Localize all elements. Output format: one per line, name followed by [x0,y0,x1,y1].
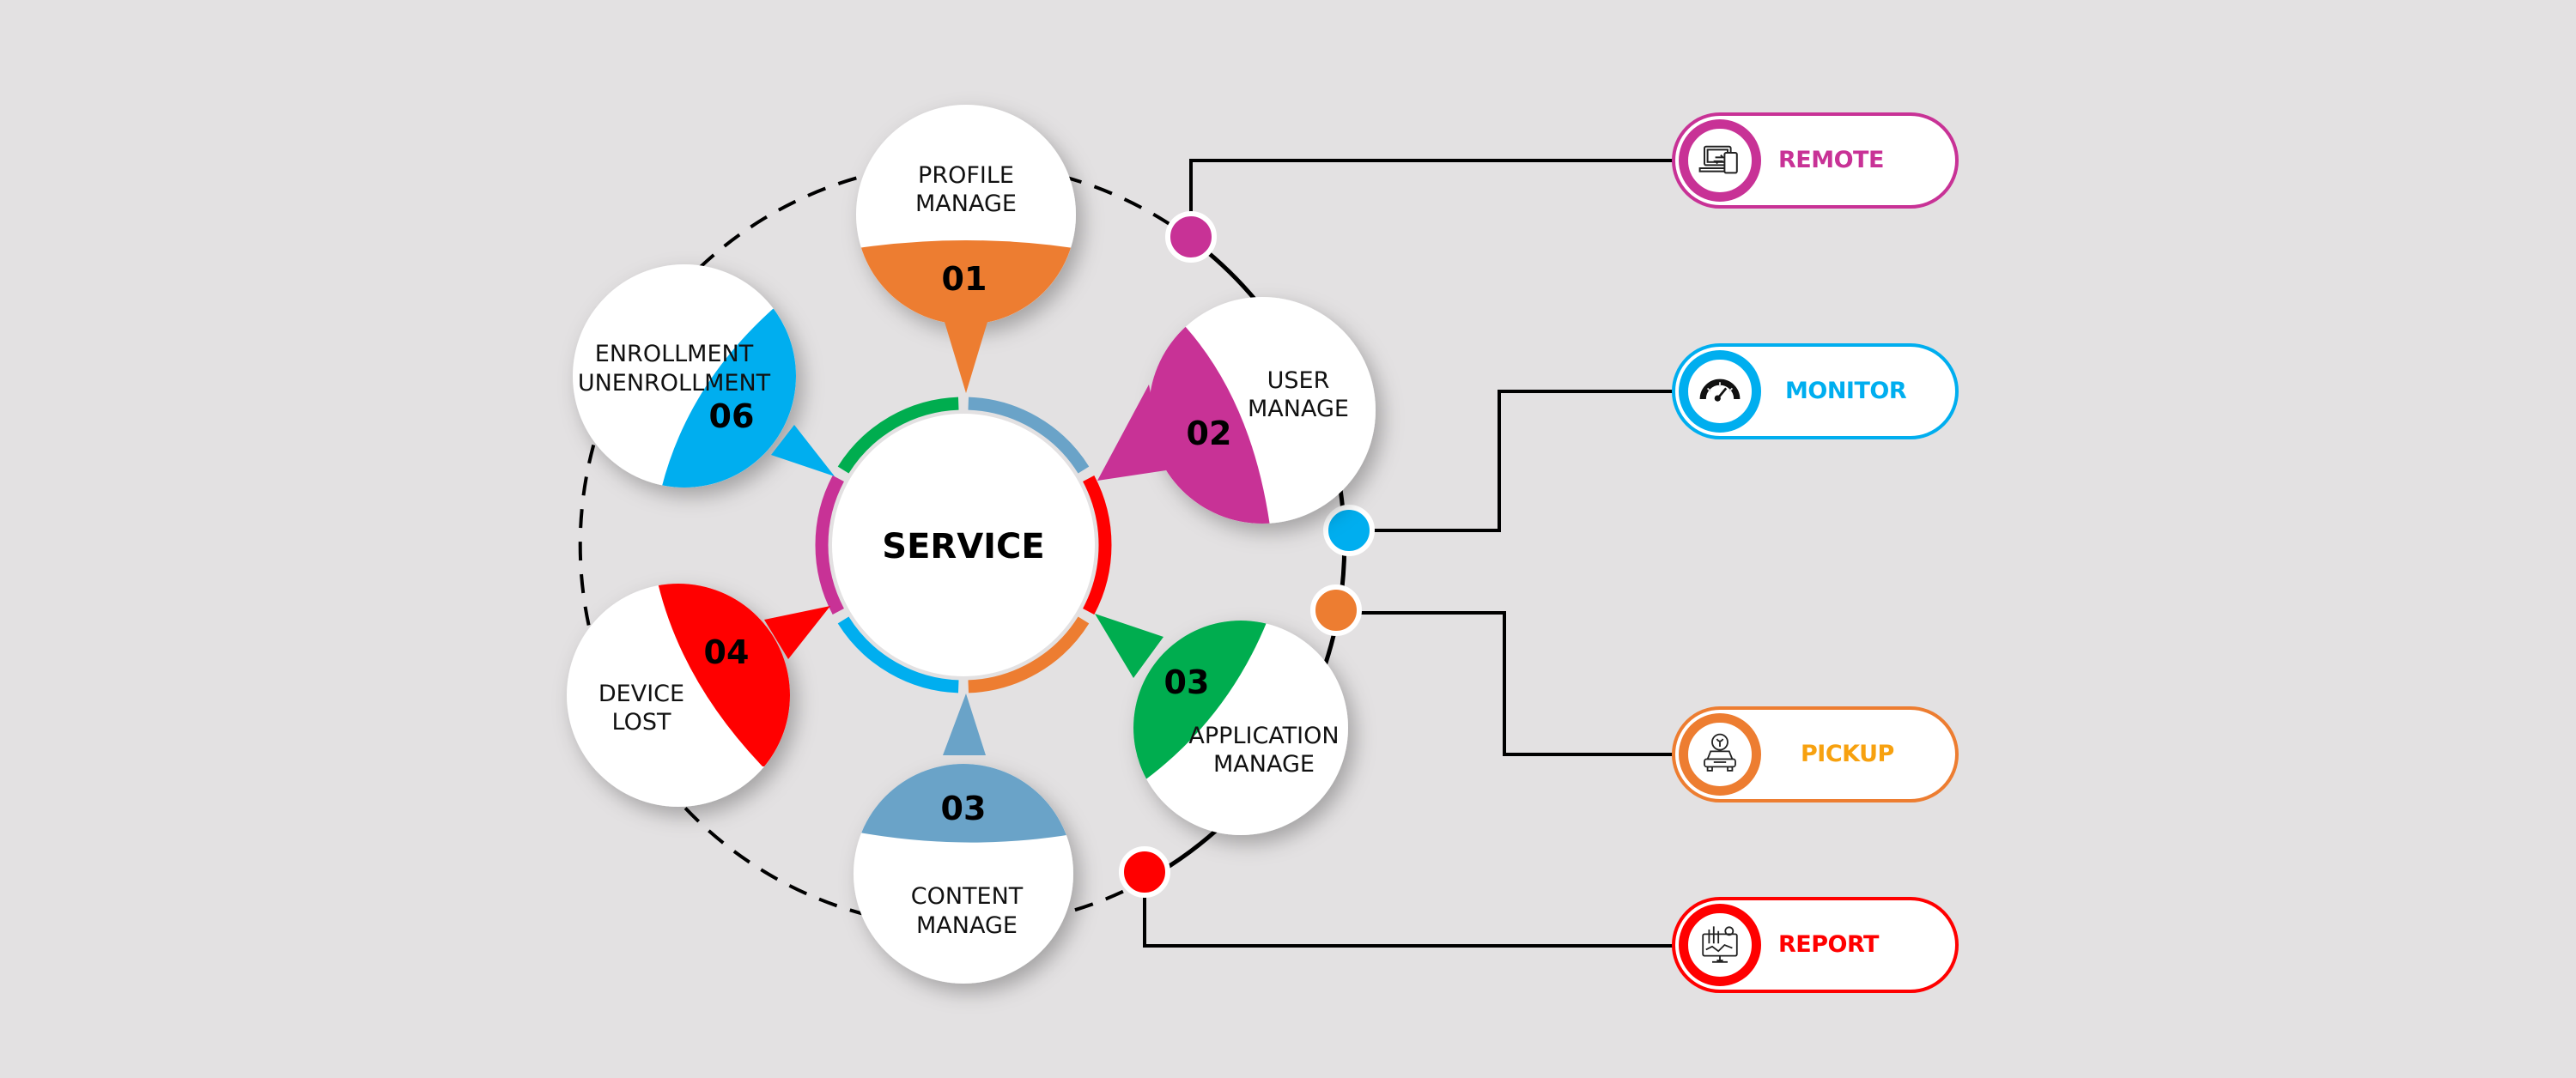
node-label-line1: DEVICE [598,681,684,707]
connector-remote [1189,159,1676,236]
node-number: 04 [704,633,750,671]
node-label-line2: MANAGE [916,912,1018,939]
node-number: 06 [709,397,755,435]
center-ring-segment [837,616,959,693]
center-ring-segment [1083,475,1112,615]
pointer-profile [945,322,987,393]
connector-dot-monitor [1323,505,1375,556]
center-circle[interactable] [832,414,1095,676]
analytics-monitor-icon [1702,926,1738,963]
pointer-enrollment [771,425,835,476]
speedometer-icon [1699,379,1741,402]
icon-ring [1679,713,1761,796]
icon-ring [1679,119,1761,202]
output-remote[interactable]: REMOTE [1672,112,1959,209]
node-label-line2: LOST [612,709,671,736]
icon-ring [1679,904,1761,986]
connector-dot-remote [1165,211,1217,263]
pointer-content [943,693,986,755]
connector-report [1143,873,1676,948]
connector-dot-report [1119,846,1170,898]
center-ring-segment [968,616,1090,693]
car-service-icon [1704,733,1736,772]
output-monitor[interactable]: MONITOR [1672,343,1959,439]
center-ring-segment [815,475,844,615]
connector-dot-pickup [1310,584,1362,636]
node-number: 02 [1187,415,1232,452]
pointer-user [1097,385,1166,481]
output-label: PICKUP [1801,741,1894,767]
node-label-line1: APPLICATION [1188,723,1339,749]
pointer-application [1095,614,1163,678]
pointer-device [764,606,830,659]
node-number: 01 [942,260,987,298]
center-ring-segment [837,397,959,474]
node-label-line1: ENROLLMENT [595,341,754,367]
center-title: SERVICE [882,527,1044,566]
center-ring [815,397,1112,693]
node-label-line2: MANAGE [915,191,1017,217]
output-pickup[interactable]: PICKUP [1672,706,1959,802]
output-label: MONITOR [1785,378,1907,404]
node-label-line1: CONTENT [911,883,1024,910]
icon-ring [1679,350,1761,433]
node-number: 03 [941,790,987,827]
node-accent-enrollment [661,292,796,488]
node-label-line2: UNENROLLMENT [578,370,771,397]
output-label: REMOTE [1778,147,1884,173]
laptop-transfer-icon [1698,145,1738,174]
node-label-line1: PROFILE [918,162,1014,189]
node-label-line1: USER [1267,367,1330,394]
node-label-line2: MANAGE [1248,396,1349,422]
node-label-line2: MANAGE [1213,751,1315,778]
node-number: 03 [1164,663,1210,701]
center-ring-segment [968,397,1090,474]
connector-pickup [1336,611,1676,756]
output-label: REPORT [1778,931,1879,958]
output-report[interactable]: REPORT [1672,897,1959,993]
connector-monitor [1350,390,1676,532]
node-accent-user [1149,297,1271,524]
